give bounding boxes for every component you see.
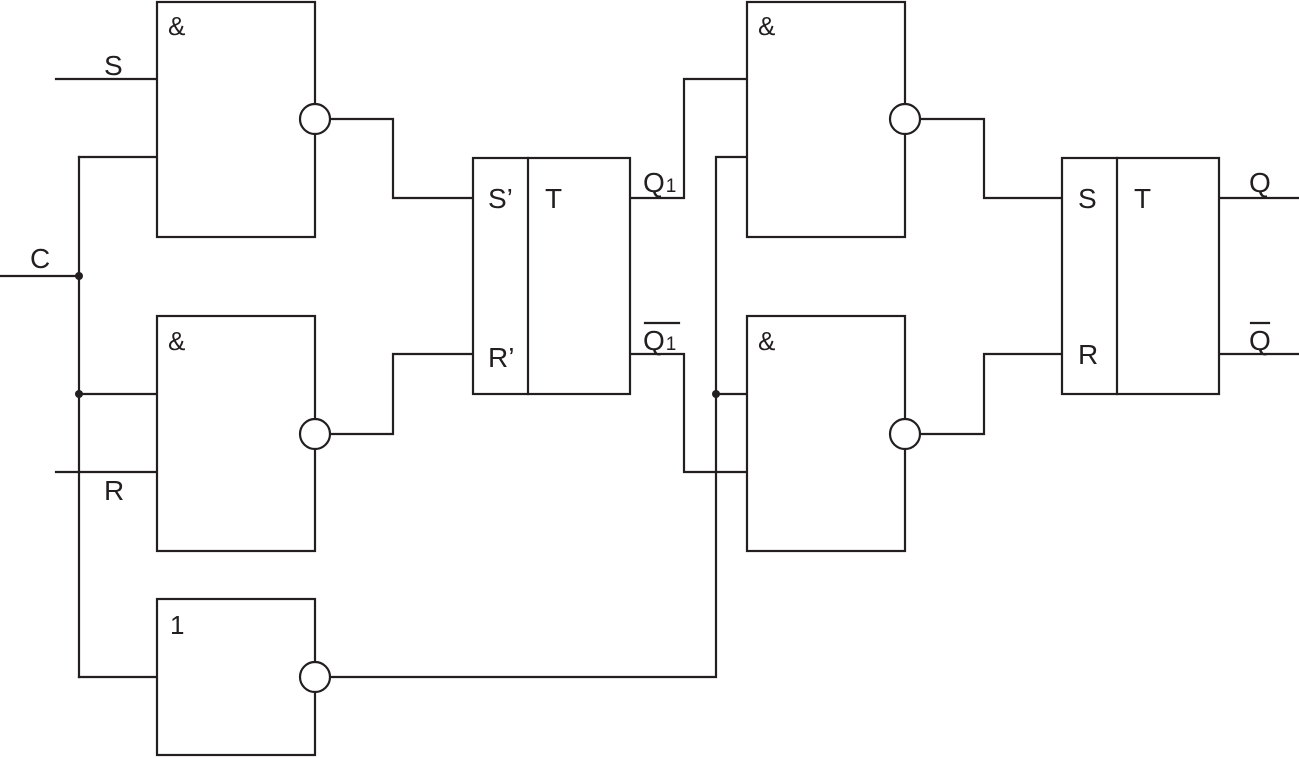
and-gate-3: & <box>745 0 922 239</box>
master-flipflop: S’ R’ T <box>471 156 632 396</box>
output-label-q1-bar: Q1 <box>643 321 681 356</box>
pin-r-prime: R’ <box>488 342 514 373</box>
inverter-bubble <box>298 660 332 694</box>
svg-text:Q1: Q1 <box>643 167 676 198</box>
and-gate-2: & <box>155 314 332 553</box>
inverter-bubble <box>888 102 922 136</box>
svg-text:Q: Q <box>1249 325 1271 356</box>
junction-dot-c <box>75 272 83 280</box>
output-label-q: Q <box>1249 167 1271 198</box>
and-symbol: & <box>168 11 185 41</box>
wire-gate3-to-s <box>918 117 1064 200</box>
pin-s-prime: S’ <box>488 183 513 214</box>
wire-q1bar-to-gate4 <box>628 352 749 474</box>
inverter-bubble <box>298 417 332 451</box>
and-gate-4: & <box>745 314 922 553</box>
input-label-r: R <box>104 475 124 506</box>
not-gate: 1 <box>155 597 332 757</box>
slave-flipflop: S R T <box>1060 156 1221 396</box>
t-label: T <box>545 183 562 214</box>
t-label: T <box>1134 183 1151 214</box>
input-label-s: S <box>104 50 123 81</box>
wires <box>0 77 1299 679</box>
output-label-q-bar: Q <box>1249 321 1271 356</box>
and-symbol: & <box>758 11 775 41</box>
svg-text:Q1: Q1 <box>643 325 676 356</box>
wire-inverted-clock <box>328 155 749 679</box>
junction-dot-gate2 <box>75 390 83 398</box>
wire-gate4-to-r <box>918 352 1064 436</box>
junction-dot-inverted-clock <box>712 390 720 398</box>
and-symbol: & <box>758 326 775 356</box>
inverter-bubble <box>888 417 922 451</box>
pin-r: R <box>1078 339 1098 370</box>
inverter-bubble <box>298 102 332 136</box>
and-symbol: & <box>168 326 185 356</box>
and-gate-1: & <box>155 0 332 239</box>
pin-s: S <box>1078 183 1097 214</box>
not-symbol: 1 <box>170 610 184 640</box>
output-label-q1: Q1 <box>643 167 676 198</box>
wire-gate2-to-r-prime <box>328 352 475 436</box>
input-label-c: C <box>30 243 50 274</box>
wire-q1-to-gate3 <box>628 77 749 200</box>
wire-gate1-to-s-prime <box>328 117 475 200</box>
